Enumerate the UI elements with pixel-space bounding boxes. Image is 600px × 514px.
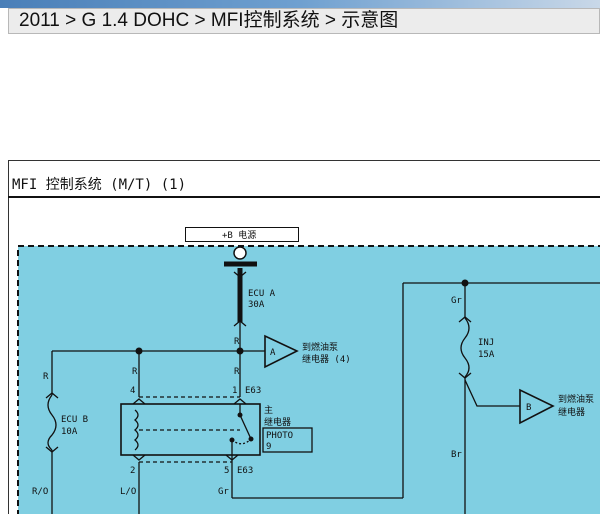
photo-ref: PHOTO — [266, 431, 293, 441]
power-terminal — [233, 246, 247, 260]
cyan-zone — [17, 245, 600, 514]
fuse-ecu-a-label: ECU A — [248, 289, 276, 299]
fuse-inj-label: INJ — [478, 338, 494, 348]
wire-label: R — [234, 337, 240, 347]
connector-b-label: 继电器 — [558, 406, 585, 418]
wire-label: R — [234, 367, 240, 377]
power-box — [185, 227, 299, 242]
wire-label: R/O — [32, 487, 48, 497]
wire-label: L/O — [120, 487, 136, 497]
connector-a-label: 到燃油泵 — [302, 341, 338, 353]
diagram-title: MFI 控制系统 (M/T) (1) — [12, 177, 186, 193]
wire-label: Gr — [451, 296, 462, 306]
relay-label: 继电器 — [264, 416, 291, 428]
fuse-ecu-b-rating: 10A — [61, 427, 78, 437]
connector-a-triangle — [264, 334, 299, 369]
wire-label: R — [132, 367, 138, 377]
connector-b-letter: B — [526, 403, 531, 413]
pin-label: 4 — [130, 386, 135, 396]
relay-label: 主 — [264, 404, 273, 416]
wire-label: Br — [451, 450, 462, 460]
connector-a-letter: A — [270, 348, 276, 358]
pin-label: 2 — [130, 466, 135, 476]
power-label: +B 电源 — [222, 229, 256, 241]
connector-b-label: 到燃油泵 — [558, 393, 594, 405]
connector-label: E63 — [237, 466, 253, 476]
pin-label: 1 — [232, 386, 237, 396]
wire-label: Gr — [218, 487, 229, 497]
photo-ref: 9 — [266, 442, 271, 452]
window-top-bar — [0, 0, 600, 8]
connector-label: E63 — [245, 386, 261, 396]
wire-label: R — [43, 372, 49, 382]
connector-b-triangle — [519, 388, 555, 425]
pin-label: 5 — [224, 466, 229, 476]
connector-a-label: 继电器 (4) — [302, 353, 351, 365]
fuse-inj-rating: 15A — [478, 350, 495, 360]
fuse-ecu-b-label: ECU B — [61, 415, 88, 425]
breadcrumb: 2011 > G 1.4 DOHC > MFI控制系统 > 示意图 — [8, 8, 600, 34]
fuse-ecu-a-rating: 30A — [248, 300, 265, 310]
